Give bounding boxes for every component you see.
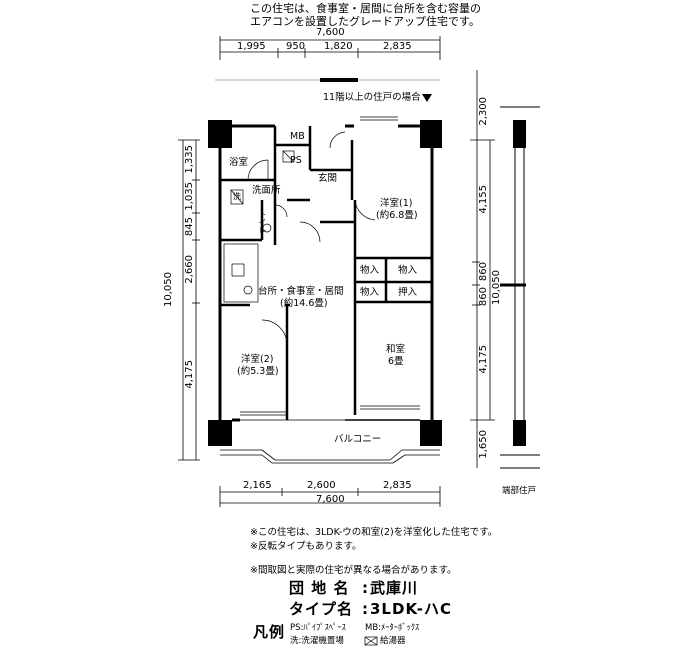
type-value: 3LDK-ハC (370, 600, 453, 618)
end-unit-label: 端部住戸 (502, 486, 537, 496)
room-closet-c: 物入 (360, 287, 380, 298)
end-unit-walls (500, 106, 540, 469)
floor-marker-icon (422, 94, 432, 102)
dim-left-5: 4,175 (184, 360, 195, 389)
room-western2-name: 洋室(2) (241, 354, 274, 365)
estate-separator: : (362, 579, 369, 597)
dim-bottom-total: 7,600 (316, 494, 345, 505)
room-ps: PS (290, 155, 302, 166)
dim-right-5: 4,175 (478, 345, 489, 374)
room-western2-size: (約5.3畳) (237, 366, 279, 377)
legend-ps: PS:ﾊﾟｲﾌﾟｽﾍﾟｰｽ (290, 623, 346, 633)
room-western1-name: 洋室(1) (380, 198, 413, 209)
door-swings (247, 131, 376, 346)
room-closet-a: 物入 (360, 265, 380, 276)
room-mb: MB (290, 131, 305, 142)
dim-left-total: 10,050 (163, 272, 174, 307)
legend-mb: MB:ﾒｰﾀｰﾎﾞｯｸｽ (365, 623, 420, 633)
dim-bottom-1: 2,165 (243, 480, 272, 491)
room-oshiire: 押入 (398, 287, 418, 298)
balcony-railing (220, 419, 440, 464)
dim-top-2: 950 (286, 41, 306, 52)
entry-bar (320, 78, 358, 82)
interior-walls (220, 126, 432, 420)
floor-note: 11階以上の住戸の場合 (323, 92, 421, 103)
dimension-lines (178, 36, 495, 507)
header-note-line1: この住宅は、食事室・居間に台所を含む容量の (250, 2, 481, 15)
dim-bottom-3: 2,835 (383, 480, 412, 491)
dim-left-3: 845 (184, 217, 195, 237)
structural-columns (208, 120, 526, 446)
dim-left-2: 1,035 (184, 182, 195, 211)
estate-value: 武庫川 (370, 579, 419, 597)
dim-right-6: 1,650 (478, 430, 489, 459)
balcony-label: バルコニー (334, 434, 382, 445)
legend-heater: 給湯器 (380, 636, 406, 646)
room-bath: 浴室 (229, 157, 249, 168)
type-label: タイプ名 (289, 600, 354, 618)
room-ldk-name: 台所・食事室・居間 (258, 286, 344, 297)
legend-washer: 洗:洗濯機置場 (290, 636, 344, 646)
dim-bottom-2: 2,600 (307, 480, 336, 491)
dim-left-4: 2,660 (184, 255, 195, 284)
room-ldk-size: (約14.6畳) (280, 298, 328, 309)
disclaimer: ※間取図と実際の住宅が異なる場合があります。 (250, 565, 457, 576)
room-japanese-size: 6畳 (388, 356, 404, 367)
footnote-1: ※この住宅は、3LDK-ウの和室(2)を洋室化した住宅です。 (250, 527, 498, 538)
dim-top-4: 2,835 (383, 41, 412, 52)
room-toilet: トイレ (258, 210, 267, 234)
dim-right-2: 4,155 (478, 185, 489, 214)
room-closet-b: 物入 (398, 265, 418, 276)
footnote-2: ※反転タイプもあります。 (250, 541, 362, 552)
kitchen-counter (223, 243, 259, 303)
room-western1-size: (約6.8畳) (376, 210, 418, 221)
outer-walls (218, 124, 434, 422)
legend-title: 凡例 (253, 623, 286, 641)
dim-right-4: 860 (478, 287, 489, 307)
room-entrance: 玄関 (318, 173, 338, 184)
estate-label: 団 地 名 (289, 579, 350, 597)
room-washroom: 洗面所 (252, 185, 281, 196)
header-note-line2: エアコンを設置したグレードアップ住宅です。 (250, 15, 480, 28)
dim-top-1: 1,995 (237, 41, 266, 52)
dim-top-total: 7,600 (316, 27, 345, 38)
type-separator: : (362, 600, 369, 618)
dim-right-1: 2,300 (478, 97, 489, 126)
dim-right-total: 10,050 (491, 270, 502, 305)
room-washer: 洗 (233, 192, 241, 201)
room-japanese-name: 和室 (386, 344, 406, 355)
dim-left-1: 1,335 (184, 145, 195, 174)
dim-top-3: 1,820 (324, 41, 353, 52)
dim-right-3: 860 (478, 262, 489, 282)
bath-fixtures (230, 150, 295, 233)
windows (240, 116, 420, 416)
